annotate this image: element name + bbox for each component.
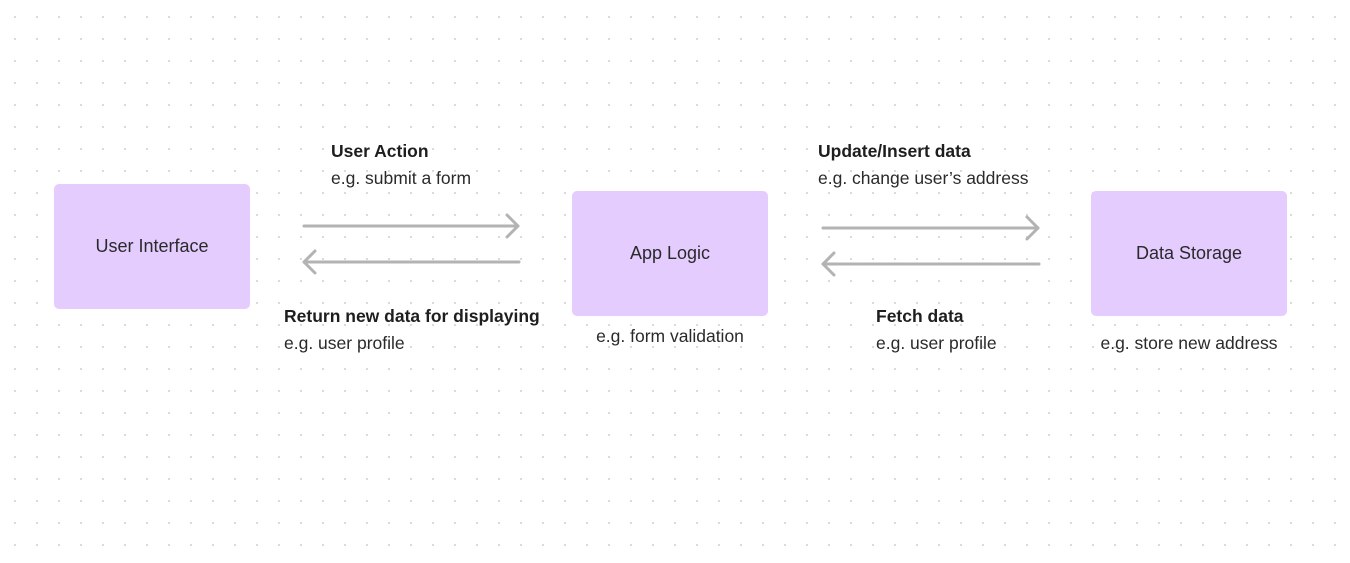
update-insert-arrow[interactable]: [821, 215, 1040, 241]
return-data-example: e.g. user profile: [284, 333, 405, 353]
fetch-data-label: Fetch data e.g. user profile: [876, 303, 997, 357]
app-logic-node[interactable]: App Logic: [572, 191, 768, 316]
fetch-data-title: Fetch data: [876, 306, 964, 326]
app-logic-caption: e.g. form validation: [596, 326, 744, 346]
update-insert-example: e.g. change user’s address: [818, 168, 1029, 188]
user-action-label: User Action e.g. submit a form: [331, 138, 471, 192]
app-logic-label: App Logic: [629, 243, 711, 263]
return-data-title: Return new data for displaying: [284, 306, 540, 326]
update-insert-label: Update/Insert data e.g. change user’s ad…: [818, 138, 1028, 192]
data-storage-label: Data Storage: [1135, 243, 1243, 263]
user-interface-node[interactable]: User Interface: [54, 184, 250, 309]
user-interface-label: User Interface: [95, 236, 209, 256]
return-data-label: Return new data for displaying e.g. user…: [284, 303, 540, 357]
user-action-arrow[interactable]: [302, 213, 520, 239]
fetch-data-arrow[interactable]: [821, 251, 1041, 277]
return-data-arrow[interactable]: [302, 249, 521, 275]
data-storage-node[interactable]: Data Storage: [1091, 191, 1287, 316]
user-action-title: User Action: [331, 141, 429, 161]
user-action-example: e.g. submit a form: [331, 168, 472, 188]
fetch-data-example: e.g. user profile: [876, 333, 997, 353]
update-insert-title: Update/Insert data: [818, 141, 971, 161]
data-storage-caption: e.g. store new address: [1100, 333, 1278, 353]
